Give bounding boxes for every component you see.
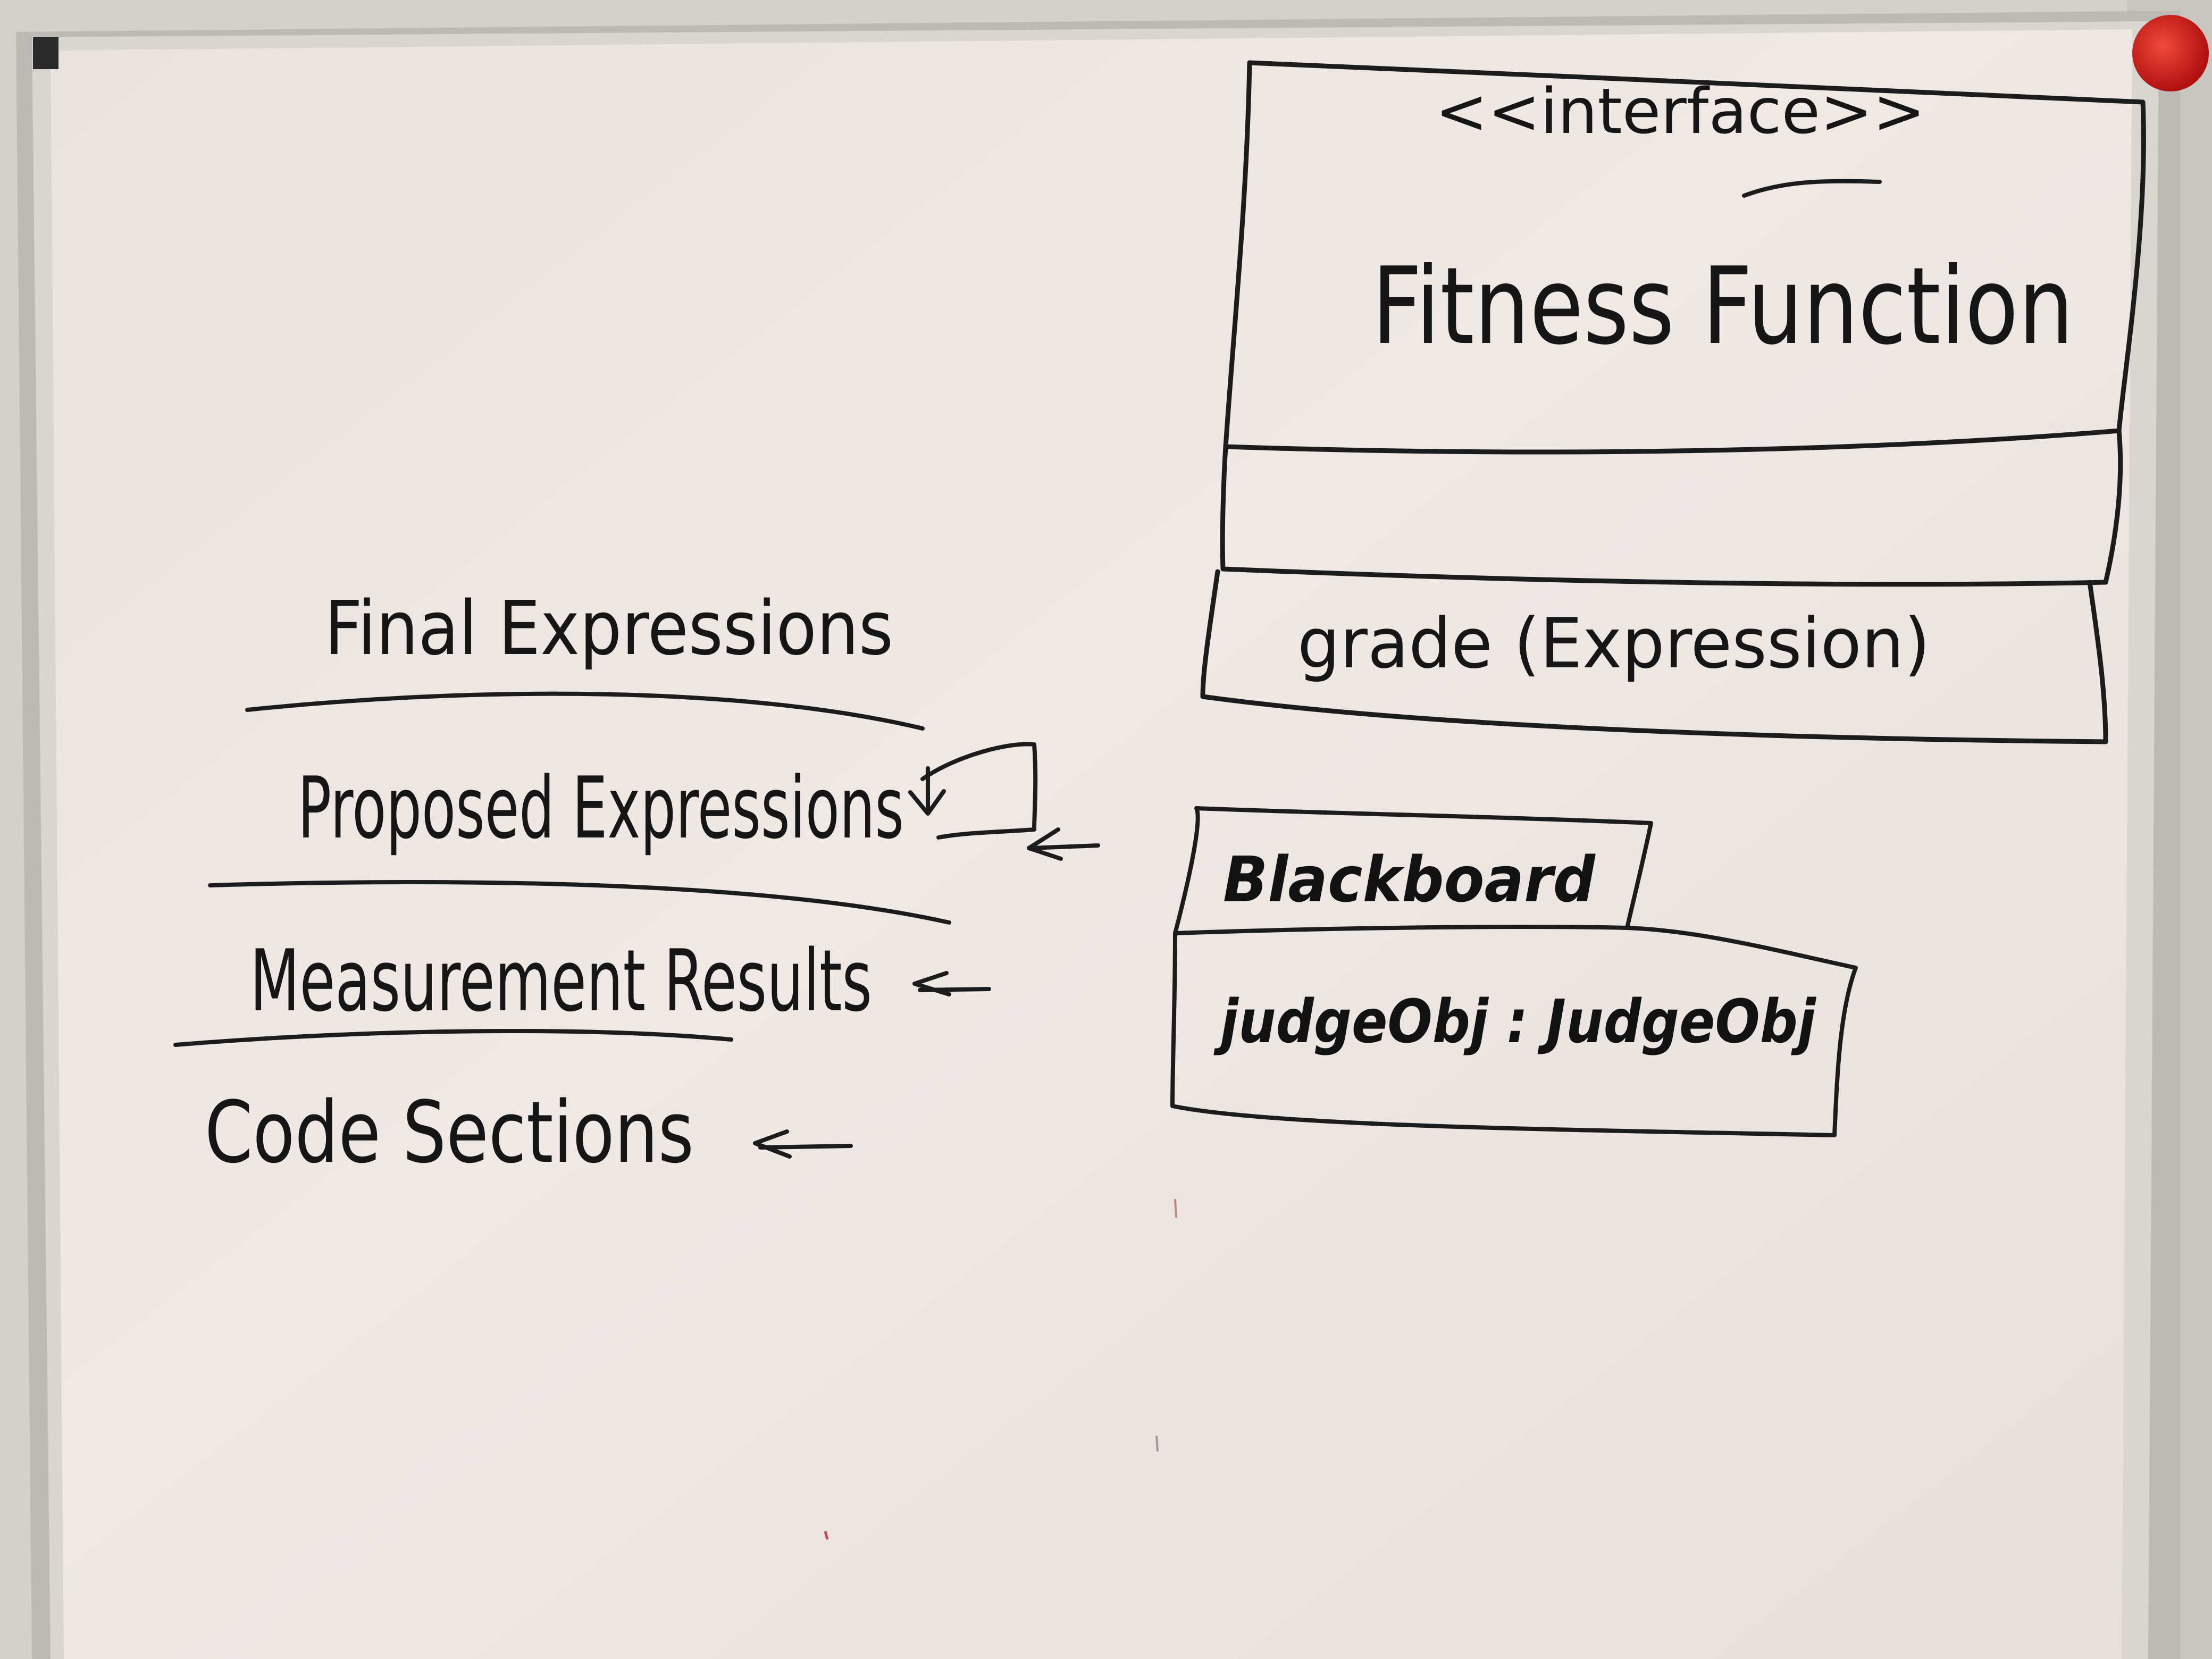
uml-box-left-edge	[1223, 60, 1252, 449]
feedback-arrow-head-icon	[908, 766, 946, 816]
stack-divider-3	[173, 1028, 733, 1047]
blackboard-box: Blackboard judgeObj : JudgeObj	[1170, 806, 1858, 1137]
stack-item-measurement: Measurement Results	[250, 931, 872, 1030]
feedback-loop-arrow	[920, 742, 1038, 840]
uml-box-right-middle	[2103, 428, 2123, 585]
uml-box-bottom-left	[1200, 569, 2108, 744]
red-magnet	[2132, 15, 2209, 91]
arrow-to-code-icon	[753, 1129, 853, 1159]
uml-interface-box: <<interface>> Fitness Function grade (Ex…	[1200, 60, 2146, 744]
uml-box-left-middle	[1220, 444, 1228, 572]
uml-operation: grade (Expression)	[1297, 603, 1930, 684]
stack-item-proposed: Proposed Expressions	[298, 758, 904, 858]
uml-box-right-bottom	[2087, 580, 2108, 744]
uml-name-flourish	[1742, 179, 1882, 198]
speck	[824, 1531, 829, 1540]
arrow-to-measurement-icon	[912, 971, 991, 996]
frame-corner-cap	[33, 37, 58, 69]
uml-box-divider-1	[1223, 428, 2122, 455]
uml-stereotype: <<interface>>	[1435, 74, 1925, 148]
stack-diagram: Final Expressions Proposed Expressions M…	[173, 585, 1100, 1182]
blackboard-field: judgeObj : JudgeObj	[1213, 987, 1817, 1057]
speck	[1155, 1435, 1159, 1452]
stack-divider-2	[208, 880, 951, 925]
uml-box-divider-2	[1220, 566, 2108, 587]
uml-class-name: Fitness Function	[1372, 245, 2074, 368]
arrow-to-proposed-icon	[1027, 827, 1100, 861]
stack-item-final: Final Expressions	[324, 585, 893, 672]
blackboard-tab-label: Blackboard	[1223, 843, 1596, 916]
stack-item-code: Code Sections	[205, 1083, 694, 1182]
uml-box-top-right-edge	[1247, 60, 2146, 433]
blackboard-body	[1170, 926, 1858, 1137]
speck	[1174, 1199, 1177, 1218]
stack-divider-1	[245, 691, 925, 731]
